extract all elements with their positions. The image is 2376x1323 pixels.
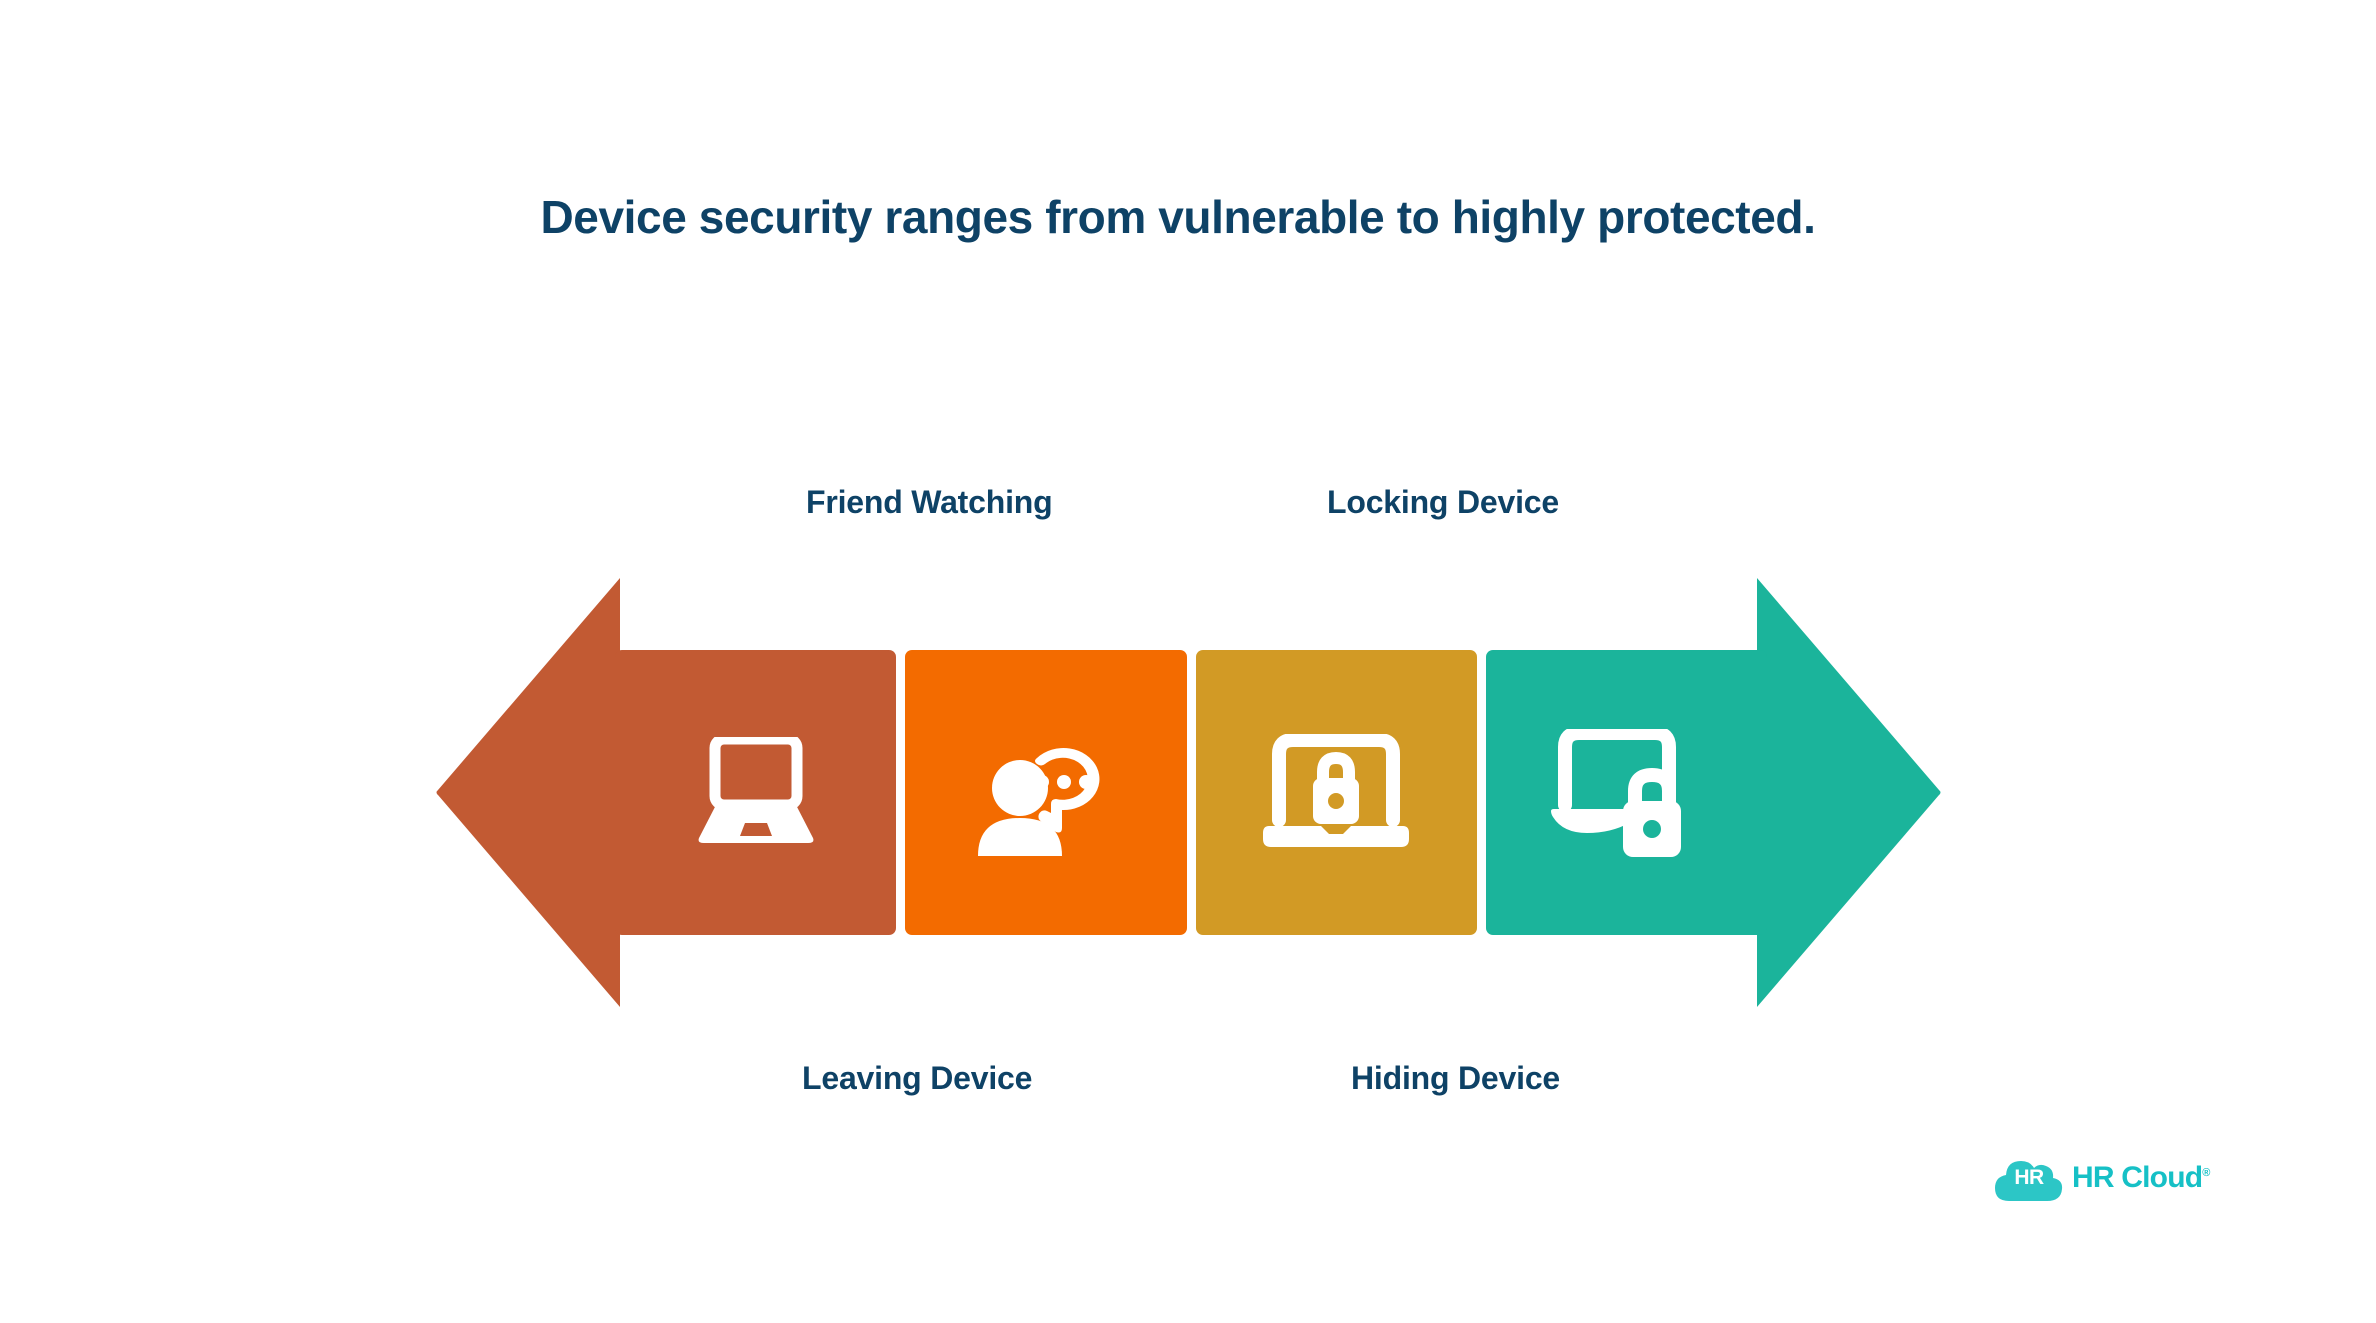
stage-label-leaving-device: Leaving Device xyxy=(802,1060,1033,1096)
stage-tile-leaving-device[interactable] xyxy=(615,650,897,935)
cloud-icon: HR xyxy=(1993,1155,2063,1201)
open-laptop-icon xyxy=(697,736,815,849)
stage-label-locking-device: Locking Device xyxy=(1327,484,1559,520)
person-speech-bubble-icon xyxy=(976,730,1116,856)
laptop-lock-icon xyxy=(1263,733,1410,852)
arrow-head-left-icon xyxy=(434,575,624,1010)
stage-label-friend-watching: Friend Watching xyxy=(806,484,1053,520)
stage-tiles xyxy=(615,650,1767,935)
closed-laptop-padlock-icon xyxy=(1551,728,1701,857)
stage-tile-friend-watching[interactable] xyxy=(905,650,1187,935)
logo-mark-label: HR xyxy=(2014,1166,2044,1189)
logo-wordmark: HR Cloud® xyxy=(2072,1161,2210,1194)
stage-tile-locking-device[interactable] xyxy=(1485,650,1767,935)
registered-trademark-symbol: ® xyxy=(2202,1167,2210,1179)
stage-tile-hiding-device[interactable] xyxy=(1195,650,1477,935)
stage-label-hiding-device: Hiding Device xyxy=(1351,1060,1561,1096)
arrow-head-right-icon xyxy=(1753,575,1943,1010)
hr-cloud-logo: HR HR Cloud® xyxy=(1993,1155,2210,1201)
page-title: Device security ranges from vulnerable t… xyxy=(540,191,1816,243)
